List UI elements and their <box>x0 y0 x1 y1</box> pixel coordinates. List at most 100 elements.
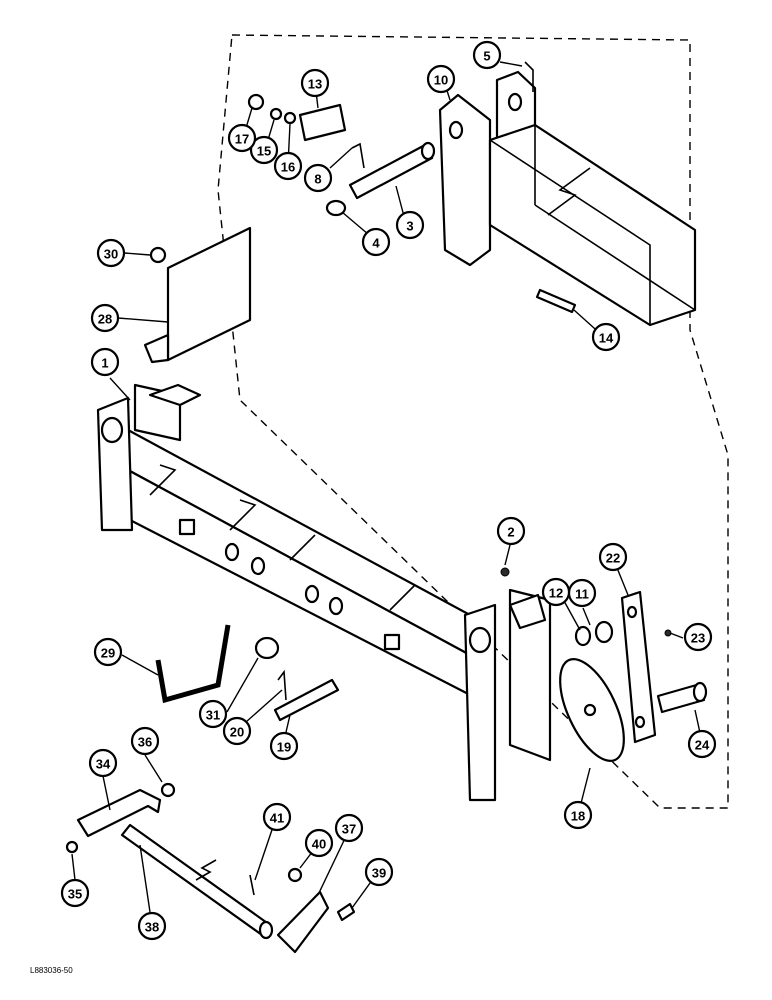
svg-text:35: 35 <box>68 887 82 902</box>
nut-part <box>149 246 167 264</box>
svg-text:1: 1 <box>101 356 108 371</box>
cotter-pin-part <box>351 142 365 169</box>
svg-text:39: 39 <box>372 866 386 881</box>
disc-hole <box>583 703 597 717</box>
callout-4: 4 <box>361 227 391 257</box>
svg-text:17: 17 <box>235 132 249 147</box>
svg-text:8: 8 <box>314 172 321 187</box>
nut-part <box>160 782 176 798</box>
callout-28: 28 <box>90 303 120 333</box>
bolt-part <box>535 288 577 314</box>
svg-text:3: 3 <box>406 219 413 234</box>
svg-text:23: 23 <box>691 631 705 646</box>
svg-text:38: 38 <box>145 920 159 935</box>
callout-40: 40 <box>304 828 334 858</box>
nut-part <box>247 93 265 111</box>
callout-11: 11 <box>567 578 597 608</box>
washer-part <box>574 625 592 647</box>
svg-text:20: 20 <box>230 725 244 740</box>
callout-1: 1 <box>90 347 120 377</box>
callout-41: 41 <box>262 802 292 832</box>
svg-text:10: 10 <box>434 73 448 88</box>
washer-part <box>325 199 347 217</box>
tube-bracket-part <box>438 70 697 327</box>
shield-part <box>143 226 252 364</box>
shaft-part <box>120 823 274 940</box>
leader-lines <box>71 61 703 913</box>
callout-13: 13 <box>300 68 330 98</box>
link-plate-hole <box>626 605 638 619</box>
cotter-pin-part <box>524 61 534 92</box>
svg-text:24: 24 <box>695 738 710 753</box>
svg-text:13: 13 <box>308 77 322 92</box>
pin-part <box>273 678 340 722</box>
callout-24: 24 <box>687 729 717 759</box>
svg-text:4: 4 <box>372 236 380 251</box>
callout-23: 23 <box>683 622 713 652</box>
link-plate-hole <box>634 715 646 729</box>
callout-37: 37 <box>334 813 364 843</box>
cotter-pin-part <box>277 669 287 701</box>
callout-12: 12 <box>541 577 571 607</box>
callout-29: 29 <box>93 637 123 667</box>
svg-text:37: 37 <box>342 822 356 837</box>
svg-text:41: 41 <box>270 811 284 826</box>
callout-15: 15 <box>249 135 279 165</box>
svg-text:19: 19 <box>277 740 291 755</box>
svg-text:34: 34 <box>96 757 111 772</box>
svg-text:36: 36 <box>138 735 152 750</box>
callout-17: 17 <box>227 123 257 153</box>
svg-text:40: 40 <box>312 837 326 852</box>
callout-39: 39 <box>364 857 394 887</box>
nut-part <box>287 867 303 883</box>
pin-end <box>692 681 708 703</box>
callout-10: 10 <box>426 64 456 94</box>
svg-text:31: 31 <box>206 708 220 723</box>
callout-31: 31 <box>198 699 228 729</box>
bolt-part <box>336 902 356 922</box>
washer-part <box>269 107 283 121</box>
callout-3: 3 <box>395 210 425 240</box>
washer-part <box>283 111 297 125</box>
callout-19: 19 <box>269 731 299 761</box>
callout-34: 34 <box>88 748 118 778</box>
svg-text:5: 5 <box>483 49 490 64</box>
svg-text:30: 30 <box>104 247 118 262</box>
callout-8: 8 <box>303 163 333 193</box>
svg-text:2: 2 <box>507 525 514 540</box>
callout-35: 35 <box>60 878 90 908</box>
callout-5: 5 <box>472 40 502 70</box>
svg-text:14: 14 <box>599 331 614 346</box>
main-beam-part <box>96 383 552 802</box>
callout-14: 14 <box>591 322 621 352</box>
nut-part <box>254 636 280 660</box>
svg-text:15: 15 <box>257 144 271 159</box>
bracket-part <box>76 788 162 838</box>
link-plate-part <box>620 590 657 744</box>
callout-18: 18 <box>563 800 593 830</box>
callout-38: 38 <box>137 911 167 941</box>
callout-20: 20 <box>222 716 252 746</box>
svg-text:29: 29 <box>101 646 115 661</box>
svg-text:28: 28 <box>98 312 112 327</box>
bolt-part <box>65 840 79 854</box>
svg-text:18: 18 <box>571 809 585 824</box>
svg-text:22: 22 <box>606 551 620 566</box>
drawing-code-label: L883036-50 <box>30 966 73 975</box>
callout-2: 2 <box>496 516 526 546</box>
plate-part <box>276 890 330 954</box>
callout-36: 36 <box>130 726 160 756</box>
washer-part <box>594 620 614 644</box>
cotter-pin-part <box>249 874 255 896</box>
callout-30: 30 <box>96 238 126 268</box>
svg-text:11: 11 <box>575 587 589 602</box>
callout-16: 16 <box>273 151 303 181</box>
plate-part <box>298 103 347 142</box>
pin-part <box>348 141 436 200</box>
u-bolt-part <box>155 624 231 704</box>
callout-22: 22 <box>598 542 628 572</box>
svg-text:12: 12 <box>549 586 563 601</box>
svg-text:16: 16 <box>281 160 295 175</box>
grease-fitting-part <box>500 567 510 577</box>
